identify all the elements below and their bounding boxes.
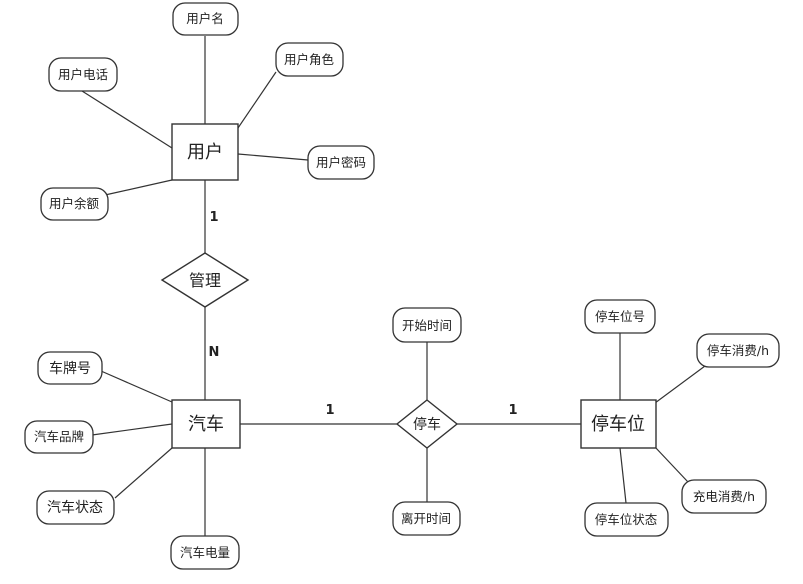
attribute-charging-fee-box: [681, 479, 767, 514]
attribute-leave-time-box: [392, 501, 461, 536]
relationship-manage-label: 管理: [189, 271, 221, 290]
attribute-car-brand: 汽车品牌: [24, 420, 94, 454]
attribute-car-brand-label: 汽车品牌: [34, 429, 84, 444]
attribute-spot-number-box: [584, 299, 656, 334]
attribute-car-status-box: [36, 490, 115, 525]
attribute-car-battery: 汽车电量: [170, 535, 240, 570]
attribute-parking-fee-box: [696, 333, 780, 368]
attribute-plate-number: 车牌号: [37, 351, 103, 385]
attribute-user-name: 用户名: [172, 2, 239, 36]
edge-spot-chargingfee: [654, 446, 689, 483]
cardinality-manage-car: N: [209, 345, 220, 360]
attribute-user-password: 用户密码: [307, 145, 375, 180]
attribute-leave-time: 离开时间: [392, 501, 461, 536]
relationship-park: 停车: [395, 399, 459, 449]
edge-car-brand: [91, 423, 173, 436]
relationship-manage-diamond: [160, 252, 250, 308]
connector-lines: [81, 36, 706, 536]
attribute-user-password-box: [307, 145, 375, 180]
attribute-user-role-box: [275, 42, 344, 77]
attribute-user-phone: 用户电话: [48, 57, 118, 92]
attribute-user-balance-box: [40, 187, 109, 221]
entity-car-label: 汽车: [188, 414, 224, 435]
edge-spot-status: [619, 447, 627, 504]
edge-user-phone: [81, 90, 173, 149]
cardinality-car-park: 1: [325, 403, 334, 418]
attribute-user-balance-label: 用户余额: [49, 196, 100, 211]
attribute-parking-fee-label: 停车消费/h: [707, 343, 769, 358]
attribute-spot-number-label: 停车位号: [595, 309, 645, 324]
edge-car-status: [114, 447, 173, 499]
attribute-spot-status-box: [584, 502, 669, 537]
attribute-car-status-label: 汽车状态: [47, 499, 103, 516]
attribute-plate-number-box: [37, 351, 103, 385]
attribute-user-phone-box: [48, 57, 118, 92]
attribute-user-phone-label: 用户电话: [58, 67, 108, 82]
entity-user: 用户: [171, 123, 239, 181]
attribute-start-time: 开始时间: [392, 307, 462, 343]
entity-spot-box: [580, 399, 657, 449]
attribute-spot-number: 停车位号: [584, 299, 656, 334]
attribute-spot-status-label: 停车位状态: [595, 512, 658, 527]
relationship-park-label: 停车: [413, 416, 441, 433]
attribute-user-name-box: [172, 2, 239, 36]
relationship-manage: 管理: [160, 252, 250, 308]
cardinality-park-spot: 1: [508, 403, 517, 418]
attribute-user-role: 用户角色: [275, 42, 344, 77]
entity-spot-label: 停车位: [591, 414, 645, 435]
attribute-leave-time-label: 离开时间: [401, 511, 451, 526]
edge-spot-parkingfee: [654, 365, 706, 404]
attribute-car-battery-label: 汽车电量: [180, 545, 230, 560]
entity-car-box: [171, 399, 241, 449]
attribute-user-role-label: 用户角色: [284, 52, 335, 67]
edge-user-role: [237, 71, 277, 129]
attribute-start-time-box: [392, 307, 462, 343]
relationship-park-diamond: [395, 399, 459, 449]
attribute-user-password-label: 用户密码: [316, 155, 366, 170]
edge-user-password: [237, 153, 309, 161]
entity-car: 汽车: [171, 399, 241, 449]
attribute-user-balance: 用户余额: [40, 187, 109, 221]
attribute-car-status: 汽车状态: [36, 490, 115, 525]
attribute-start-time-label: 开始时间: [402, 318, 452, 333]
attribute-charging-fee-label: 充电消费/h: [693, 489, 755, 504]
attribute-plate-number-label: 车牌号: [49, 360, 91, 377]
entity-spot: 停车位: [580, 399, 657, 449]
cardinality-user-manage: 1: [209, 210, 218, 225]
entity-user-box: [171, 123, 239, 181]
attribute-spot-status: 停车位状态: [584, 502, 669, 537]
edge-car-plate: [100, 370, 173, 403]
attribute-car-battery-box: [170, 535, 240, 570]
attribute-user-name-label: 用户名: [186, 11, 224, 26]
entity-user-label: 用户: [187, 142, 223, 163]
edge-user-balance: [104, 179, 173, 196]
attribute-car-brand-box: [24, 420, 94, 454]
attribute-parking-fee: 停车消费/h: [696, 333, 780, 368]
attribute-charging-fee: 充电消费/h: [681, 479, 767, 514]
